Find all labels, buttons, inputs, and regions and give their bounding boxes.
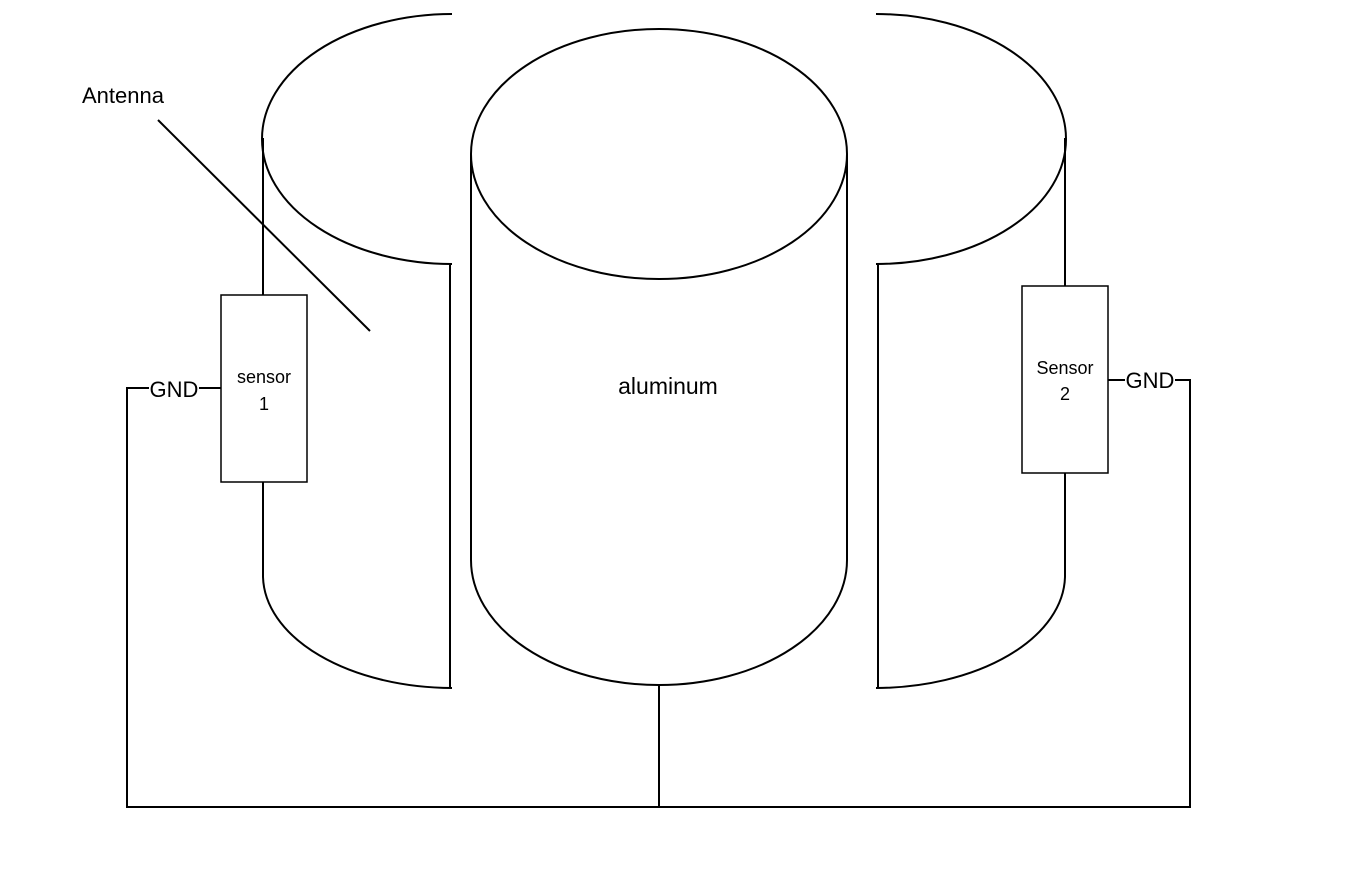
- left-outer-shell: [261, 13, 453, 689]
- right-shell-top-arc: [875, 13, 1067, 265]
- sensor-1-label-line1: sensor: [237, 367, 291, 387]
- antenna-label: Antenna: [82, 83, 165, 108]
- gnd-left-label: GND: [150, 377, 199, 402]
- left-shell-bottom-arc: [262, 576, 453, 689]
- gnd-right-wire: [659, 379, 1191, 808]
- gnd-left-wire: [126, 387, 659, 808]
- aluminum-cylinder-top: [470, 28, 848, 280]
- gnd-right-label: GND: [1126, 368, 1175, 393]
- aluminum-label: aluminum: [618, 373, 718, 399]
- aluminum-cylinder: [470, 28, 848, 686]
- sensor-1-label-line2: 1: [259, 394, 269, 414]
- antenna-line: [157, 119, 371, 332]
- right-outer-shell: [875, 13, 1067, 689]
- ground-wiring: [126, 379, 1191, 808]
- left-shell-top-arc: [261, 13, 453, 265]
- right-shell-bottom-arc: [875, 576, 1066, 689]
- sensor-2-label-line1: Sensor: [1036, 358, 1093, 378]
- sensor-2-label-line2: 2: [1060, 384, 1070, 404]
- sensor-1-box: [220, 294, 308, 483]
- sensor-2-box: [1021, 285, 1109, 474]
- aluminum-cylinder-bottom-arc: [470, 559, 848, 686]
